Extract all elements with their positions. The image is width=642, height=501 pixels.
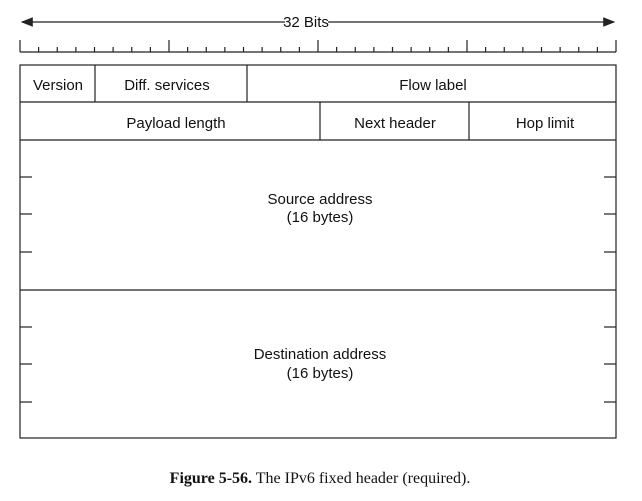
figure-caption: Figure 5-56. The IPv6 fixed header (requ…	[170, 470, 471, 487]
field-flow-label: Flow label	[399, 77, 467, 94]
width-arrow: 32 Bits	[20, 14, 616, 31]
header-box: Version Diff. services Flow label Payloa…	[19, 64, 617, 439]
field-hop-limit: Hop limit	[516, 115, 575, 132]
caption-text: The IPv6 fixed header (required).	[252, 470, 470, 487]
field-version: Version	[33, 77, 83, 94]
field-destination-address: Destination address	[254, 346, 387, 363]
word-boundary-ticks	[20, 176, 616, 403]
field-destination-size: (16 bytes)	[287, 365, 354, 382]
bit-ruler	[19, 40, 617, 53]
width-label: 32 Bits	[283, 14, 329, 31]
field-source-address: Source address	[267, 191, 372, 208]
caption-label: Figure 5-56.	[170, 470, 252, 487]
field-payload-length: Payload length	[126, 115, 225, 132]
field-source-size: (16 bytes)	[287, 209, 354, 226]
field-diff-services: Diff. services	[124, 77, 210, 94]
field-next-header: Next header	[354, 115, 436, 132]
